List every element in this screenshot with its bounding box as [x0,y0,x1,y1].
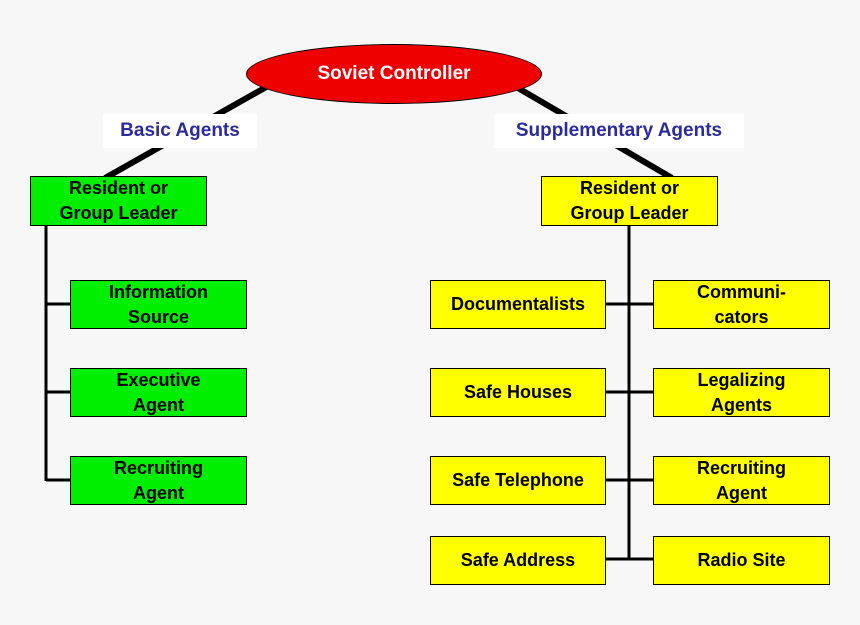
legalizing-agents-node: Legalizing Agents [653,368,830,417]
basic-executive-agent-node: Executive Agent [70,368,247,417]
basic-recruiting-agent-node: Recruiting Agent [70,456,247,505]
radio-site-node: Radio Site [653,536,830,585]
documentalists-node: Documentalists [430,280,606,329]
safe-telephone-node: Safe Telephone [430,456,606,505]
supplementary-leader-node: Resident or Group Leader [541,176,718,226]
supplementary-agents-label: Supplementary Agents [494,114,744,148]
soviet-controller-label: Soviet Controller [317,63,471,84]
basic-leader-node: Resident or Group Leader [30,176,207,226]
safe-houses-node: Safe Houses [430,368,606,417]
basic-information-source-node: Information Source [70,280,247,329]
communicators-node: Communi- cators [653,280,830,329]
safe-address-node: Safe Address [430,536,606,585]
supplementary-recruiting-agent-node: Recruiting Agent [653,456,830,505]
basic-agents-label: Basic Agents [103,114,257,148]
soviet-controller-node: Soviet Controller [246,44,542,104]
